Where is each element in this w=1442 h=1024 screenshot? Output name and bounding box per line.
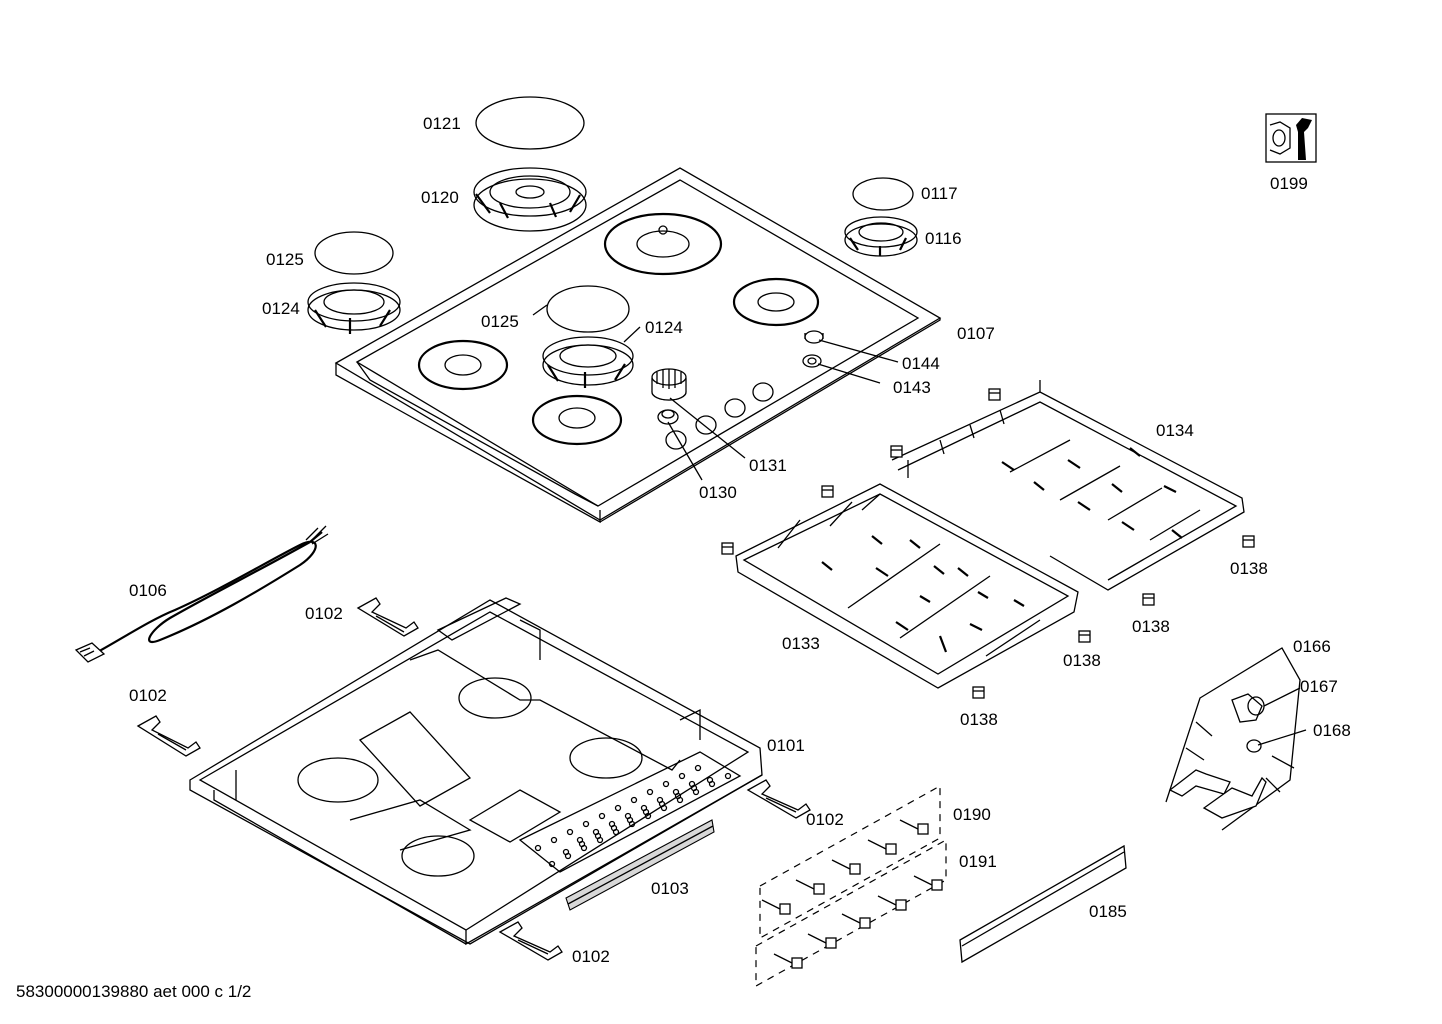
rubber-foot [721,542,734,555]
burner-cap-medium [314,231,394,275]
control-knob [651,368,687,401]
rubber-foot [1078,630,1091,643]
label-0102: 0102 [305,604,343,623]
panel-strip [959,844,1127,964]
hob-burner-opening [417,339,509,391]
wrench-nut-icon [1265,113,1317,163]
label-0199: 0199 [1270,174,1308,193]
screw-set-boundary [755,838,947,988]
burner-head-small [844,216,918,257]
label-0138: 0138 [960,710,998,729]
label-0168: 0168 [1313,721,1351,740]
hob-burner-opening [732,277,820,327]
rubber-foot [890,445,903,458]
fixing-bracket [746,779,811,819]
burner-cap-small [852,177,914,211]
label-0102: 0102 [129,686,167,705]
label-0121: 0121 [423,114,461,133]
conversion-kit [1165,647,1301,831]
hob-burner-opening [531,394,623,446]
label-0138: 0138 [1063,651,1101,670]
label-0130: 0130 [699,483,737,502]
label-0185: 0185 [1089,902,1127,921]
label-0124: 0124 [262,299,300,318]
fixing-bracket [498,921,563,961]
burner-head-medium [542,336,634,388]
label-0101: 0101 [767,736,805,755]
burner-head-medium [307,282,401,334]
vent-holes [534,764,732,868]
label-0120: 0120 [421,188,459,207]
rubber-foot [988,388,1001,401]
label-0167: 0167 [1300,677,1338,696]
burner-cap-large [475,96,585,150]
pan-support-right [891,380,1245,591]
label-0106: 0106 [129,581,167,600]
knob-hole [665,430,687,450]
label-0138: 0138 [1132,617,1170,636]
label-0133: 0133 [782,634,820,653]
label-0191: 0191 [959,852,997,871]
pan-support-left [735,483,1079,689]
knob-hole [752,382,774,402]
screw-group [761,819,943,969]
fixing-bracket [136,715,201,757]
label-0117: 0117 [921,184,958,203]
label-0144: 0144 [902,354,940,373]
label-0125: 0125 [481,312,519,331]
label-0116: 0116 [925,229,962,248]
label-0190: 0190 [953,805,991,824]
base-tray [189,597,763,946]
label-0102: 0102 [572,947,610,966]
label-0143: 0143 [893,378,931,397]
screw-set-boundary [759,784,941,940]
label-0166: 0166 [1293,637,1331,656]
rubber-foot [1242,535,1255,548]
knob-hole [695,415,717,435]
burner-head-large [473,167,587,232]
burner-cap-medium [546,285,630,333]
rubber-foot [972,686,985,699]
small-knob [804,330,824,344]
seal-strip [565,819,715,911]
rubber-foot [1142,593,1155,606]
hob-burner-opening [603,212,723,276]
label-0107: 0107 [957,324,995,343]
label-0124: 0124 [645,318,683,337]
document-code: 58300000139880 aet 000 c 1/2 [16,982,252,1001]
label-0134: 0134 [1156,421,1194,440]
power-cable [74,525,329,663]
knob-bezel [657,409,679,425]
fixing-bracket [356,597,419,637]
label-0103: 0103 [651,879,689,898]
rubber-foot [821,485,834,498]
hob-top-plate [334,167,942,524]
label-0102: 0102 [806,810,844,829]
small-ring [802,354,822,368]
knob-hole [724,398,746,418]
label-0125: 0125 [266,250,304,269]
label-0131: 0131 [749,456,787,475]
label-0138: 0138 [1230,559,1268,578]
